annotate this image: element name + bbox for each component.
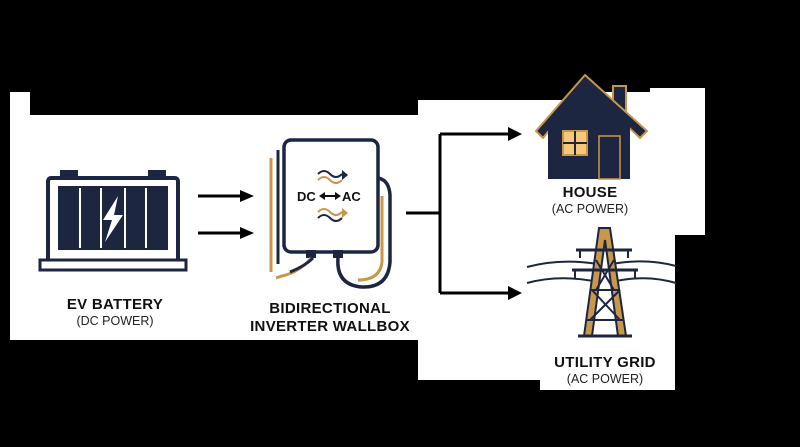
lightning-bolt-icon xyxy=(103,196,123,242)
bidirectional-arrow-icon xyxy=(319,192,341,200)
dc-label: DC xyxy=(297,189,316,204)
right-panel xyxy=(418,88,705,390)
ac-label: AC xyxy=(342,189,361,204)
inverter-title-line1: BIDIRECTIONAL xyxy=(269,300,391,317)
dc-arrows xyxy=(198,190,254,239)
battery-title: EV BATTERY xyxy=(66,296,164,313)
ac-split-arrows xyxy=(406,127,522,300)
grid-title: UTILITY GRID xyxy=(554,354,656,371)
battery-icon xyxy=(38,170,188,272)
house-title: HOUSE xyxy=(562,184,618,201)
grid-subtitle: (AC POWER) xyxy=(566,372,644,386)
battery-subtitle: (DC POWER) xyxy=(76,314,154,328)
house-icon xyxy=(535,74,648,180)
house-subtitle: (AC POWER) xyxy=(551,202,629,216)
transmission-tower-icon xyxy=(526,227,677,338)
inverter-wallbox-icon: DC AC xyxy=(269,138,392,289)
inverter-title-line2: INVERTER WALLBOX xyxy=(250,318,410,335)
